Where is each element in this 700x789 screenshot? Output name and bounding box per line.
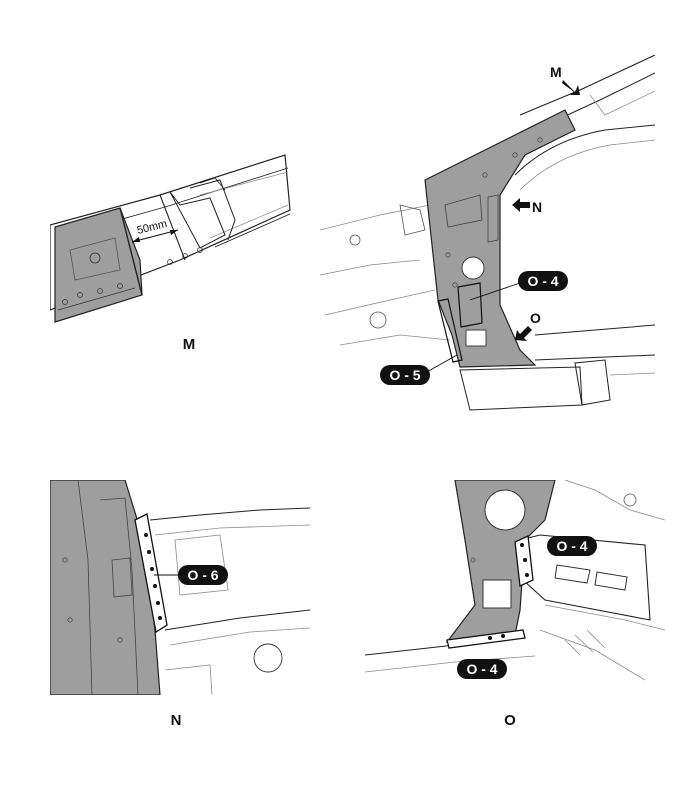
tag-o4-bottom: O - 4 [466,661,497,677]
shaded-cut-section [54,207,143,323]
pillar-n-drawing: O - 6 [50,480,310,695]
detail-view-n: O - 6 [50,480,310,695]
shaded-a-pillar [424,109,576,368]
main-overview: O - 4 O - 5 M N O [320,55,655,415]
arrow-n [512,198,530,212]
detail-view-o: O - 4 O - 4 [365,480,665,695]
arrow-o [515,326,532,341]
arrow-n-label: N [532,199,542,215]
tag-o4-top: O - 4 [556,538,587,554]
view-m-caption: M [182,336,196,353]
tag-o6: O - 6 [187,567,218,583]
tag-o4: O - 4 [527,273,558,289]
arrow-m-label: M [550,64,562,80]
view-n-caption: N [170,712,182,729]
pillar-o-drawing: O - 4 O - 4 [365,480,665,681]
detail-view-m: 50mm [50,150,300,325]
pillar-overview-drawing: O - 4 O - 5 M N O [320,55,655,411]
shaded-pillar-n [50,480,161,695]
arrow-o-label: O [530,310,541,326]
shaded-pillar-o [445,480,556,643]
view-o-caption: O [504,712,516,729]
roof-rail-cut-drawing: 50mm [50,154,291,323]
tag-o5: O - 5 [389,367,420,383]
arrow-m [562,80,580,95]
